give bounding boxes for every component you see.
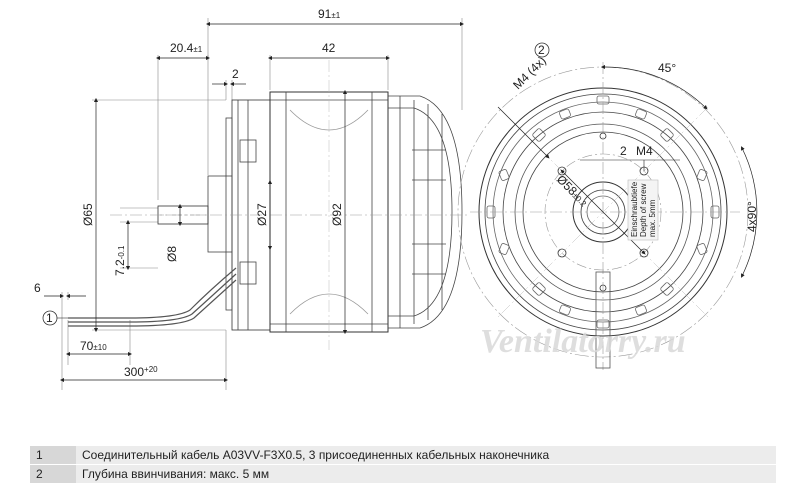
cable xyxy=(68,267,237,327)
dim-dia-27: Ø27 xyxy=(255,203,269,226)
svg-text:Depth of screw: Depth of screw xyxy=(639,183,648,237)
dim-angle: 45° xyxy=(658,61,676,75)
dimension-lines xyxy=(44,21,465,383)
dim-inner-thread: M4 xyxy=(636,144,653,158)
dim-step: 2 xyxy=(232,67,239,81)
legend-number: 2 xyxy=(30,464,76,484)
depth-note-label: Einschraubtiefe Depth of screw max. 5mm xyxy=(627,179,659,241)
watermark: Ventilatorry.ru xyxy=(480,323,686,360)
svg-text:1: 1 xyxy=(46,311,53,325)
legend-row: 2 Глубина ввинчивания: макс. 5 мм xyxy=(30,464,776,484)
legend-number: 1 xyxy=(30,446,76,465)
rotor-fins xyxy=(388,95,463,329)
svg-text:max. 5mm: max. 5mm xyxy=(648,199,657,237)
technical-drawing: 91±1 20.4±1 42 2 Ø65 Ø8 7.2-0.1 Ø27 Ø92 … xyxy=(34,7,759,390)
dim-dia-65: Ø65 xyxy=(81,203,95,226)
callout-2: 2 xyxy=(534,42,550,58)
dim-dia-8: Ø8 xyxy=(165,246,179,262)
side-dimension-texts: 91±1 20.4±1 42 2 Ø65 Ø8 7.2-0.1 Ø27 Ø92 … xyxy=(34,7,344,379)
front-dimension-lines xyxy=(497,64,758,278)
legend-text: Глубина ввинчивания: макс. 5 мм xyxy=(76,464,776,484)
legend-row: 1 Соединительный кабель A03VV-F3X0.5, 3 … xyxy=(30,446,776,465)
callout-1: 1 xyxy=(42,310,68,326)
dim-cable-70: 70±10 xyxy=(80,339,107,353)
dim-thread-label: M4 (4x) xyxy=(510,53,549,92)
dim-dia-92: Ø92 xyxy=(330,203,344,226)
dim-pcd: Ø58±0.2 xyxy=(554,172,591,209)
side-view xyxy=(44,18,470,390)
dim-shaft-offset: 20.4±1 xyxy=(170,41,203,55)
svg-text:Einschraubtiefe: Einschraubtiefe xyxy=(630,181,639,237)
svg-text:2: 2 xyxy=(538,43,545,57)
dim-body-length: 42 xyxy=(322,41,336,55)
front-view xyxy=(457,62,758,370)
dim-inner-step: 2 xyxy=(620,144,627,158)
dim-overall-length: 91±1 xyxy=(318,7,341,21)
dim-cable-6: 6 xyxy=(34,281,41,295)
legend-text: Соединительный кабель A03VV-F3X0.5, 3 пр… xyxy=(76,446,776,465)
dim-shaft-height: 7.2-0.1 xyxy=(113,245,127,276)
dim-cable-300: 300+20 xyxy=(124,365,158,379)
legend-table: 1 Соединительный кабель A03VV-F3X0.5, 3 … xyxy=(30,446,776,484)
dim-holes: 4x90° xyxy=(745,201,759,232)
